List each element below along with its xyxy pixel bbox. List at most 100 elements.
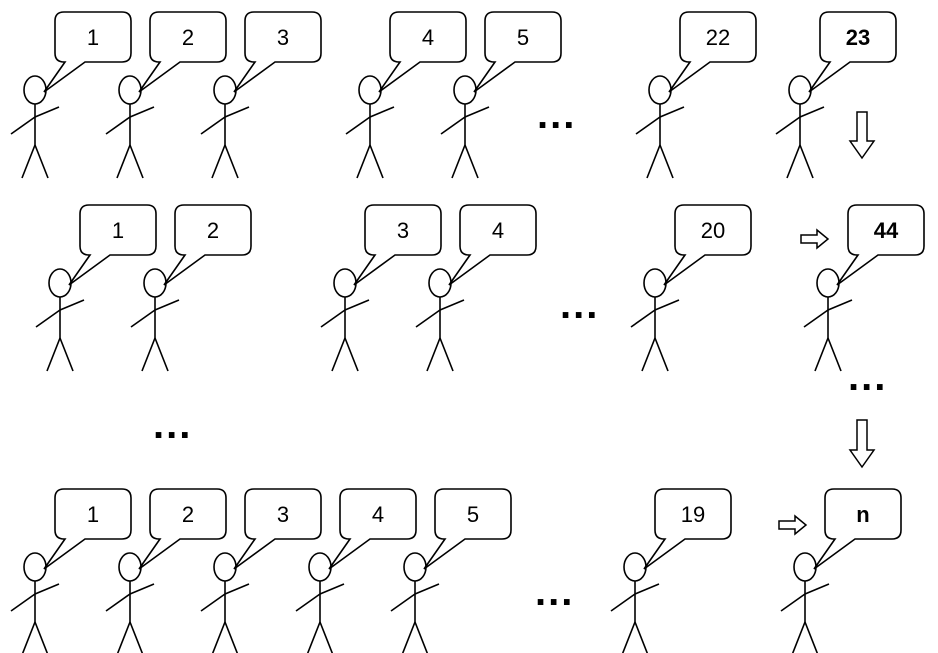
person: 1	[10, 488, 132, 653]
person-head	[308, 552, 332, 582]
ellipsis-rows: ...	[153, 403, 192, 447]
person: 2	[130, 204, 252, 372]
person-left-leg	[331, 337, 346, 372]
person: 2	[105, 11, 227, 179]
person-right-arm	[439, 299, 465, 311]
person: 2	[105, 488, 227, 653]
spoken-number: 4	[372, 502, 384, 527]
person-right-leg	[799, 144, 814, 179]
spoken-number: n	[856, 502, 869, 527]
person: 3	[200, 11, 322, 179]
person-head	[643, 268, 667, 298]
person-left-leg	[791, 621, 806, 653]
person-head	[816, 268, 840, 298]
person-left-leg	[46, 337, 61, 372]
person-right-leg	[34, 621, 49, 653]
person-right-leg	[224, 144, 239, 179]
person-head	[428, 268, 452, 298]
person-right-leg	[129, 144, 144, 179]
person-left-leg	[786, 144, 801, 179]
person-left-arm	[105, 593, 131, 612]
spoken-number: 5	[467, 502, 479, 527]
person-right-leg	[827, 337, 842, 372]
person-right-arm	[129, 106, 155, 118]
person-left-arm	[345, 116, 371, 135]
person-left-arm	[200, 593, 226, 612]
person-right-arm	[344, 299, 370, 311]
spoken-number: 2	[207, 218, 219, 243]
down-arrow-icon	[848, 111, 876, 160]
person-left-arm	[35, 309, 61, 328]
person-right-leg	[464, 144, 479, 179]
person: 4	[415, 204, 537, 372]
person-left-leg	[814, 337, 829, 372]
person-head	[23, 552, 47, 582]
spoken-number: 1	[112, 218, 124, 243]
person-left-leg	[211, 144, 226, 179]
spoken-number: 23	[846, 25, 870, 50]
person-head	[143, 268, 167, 298]
person-right-leg	[34, 144, 49, 179]
person: 5	[440, 11, 562, 179]
person: 1	[10, 11, 132, 179]
speech-bubble	[233, 488, 322, 570]
speech-bubble	[836, 204, 925, 286]
person-left-leg	[141, 337, 156, 372]
spoken-number: 4	[422, 25, 434, 50]
person: 23	[775, 11, 897, 179]
speech-bubble	[43, 11, 132, 93]
person-right-leg	[439, 337, 454, 372]
ellipsis-column: ...	[848, 355, 887, 399]
person: 19	[610, 488, 732, 653]
person-right-leg	[344, 337, 359, 372]
speech-bubble	[163, 204, 252, 286]
person-right-leg	[414, 621, 429, 653]
person-head	[623, 552, 647, 582]
person-head	[213, 552, 237, 582]
person-left-leg	[426, 337, 441, 372]
person-right-arm	[369, 106, 395, 118]
person-left-leg	[21, 621, 36, 653]
right-arrow-icon	[778, 514, 808, 536]
person-head	[648, 75, 672, 105]
person-right-arm	[464, 106, 490, 118]
right-arrow-icon	[800, 228, 830, 250]
person-right-leg	[59, 337, 74, 372]
person-left-arm	[630, 309, 656, 328]
speech-bubble	[138, 488, 227, 570]
person-head	[333, 268, 357, 298]
person: 4	[295, 488, 417, 653]
person-left-leg	[211, 621, 226, 653]
person-right-arm	[799, 106, 825, 118]
person-left-leg	[641, 337, 656, 372]
person: 3	[200, 488, 322, 653]
person-head	[358, 75, 382, 105]
person-right-arm	[59, 299, 85, 311]
person-left-leg	[451, 144, 466, 179]
spoken-number: 2	[182, 502, 194, 527]
person-right-arm	[634, 583, 660, 595]
speech-bubble	[353, 204, 442, 286]
speech-bubble	[233, 11, 322, 93]
person-head	[793, 552, 817, 582]
person-right-arm	[827, 299, 853, 311]
person-right-arm	[224, 106, 250, 118]
person: 44	[803, 204, 925, 372]
spoken-number: 22	[706, 25, 730, 50]
person-left-arm	[105, 116, 131, 135]
person-head	[453, 75, 477, 105]
spoken-number: 3	[277, 25, 289, 50]
person-right-leg	[224, 621, 239, 653]
speech-bubble	[813, 488, 902, 570]
person-right-arm	[414, 583, 440, 595]
person-left-arm	[390, 593, 416, 612]
person-left-leg	[21, 144, 36, 179]
person-left-leg	[306, 621, 321, 653]
spoken-number: 1	[87, 502, 99, 527]
person-left-arm	[295, 593, 321, 612]
person-left-leg	[116, 621, 131, 653]
